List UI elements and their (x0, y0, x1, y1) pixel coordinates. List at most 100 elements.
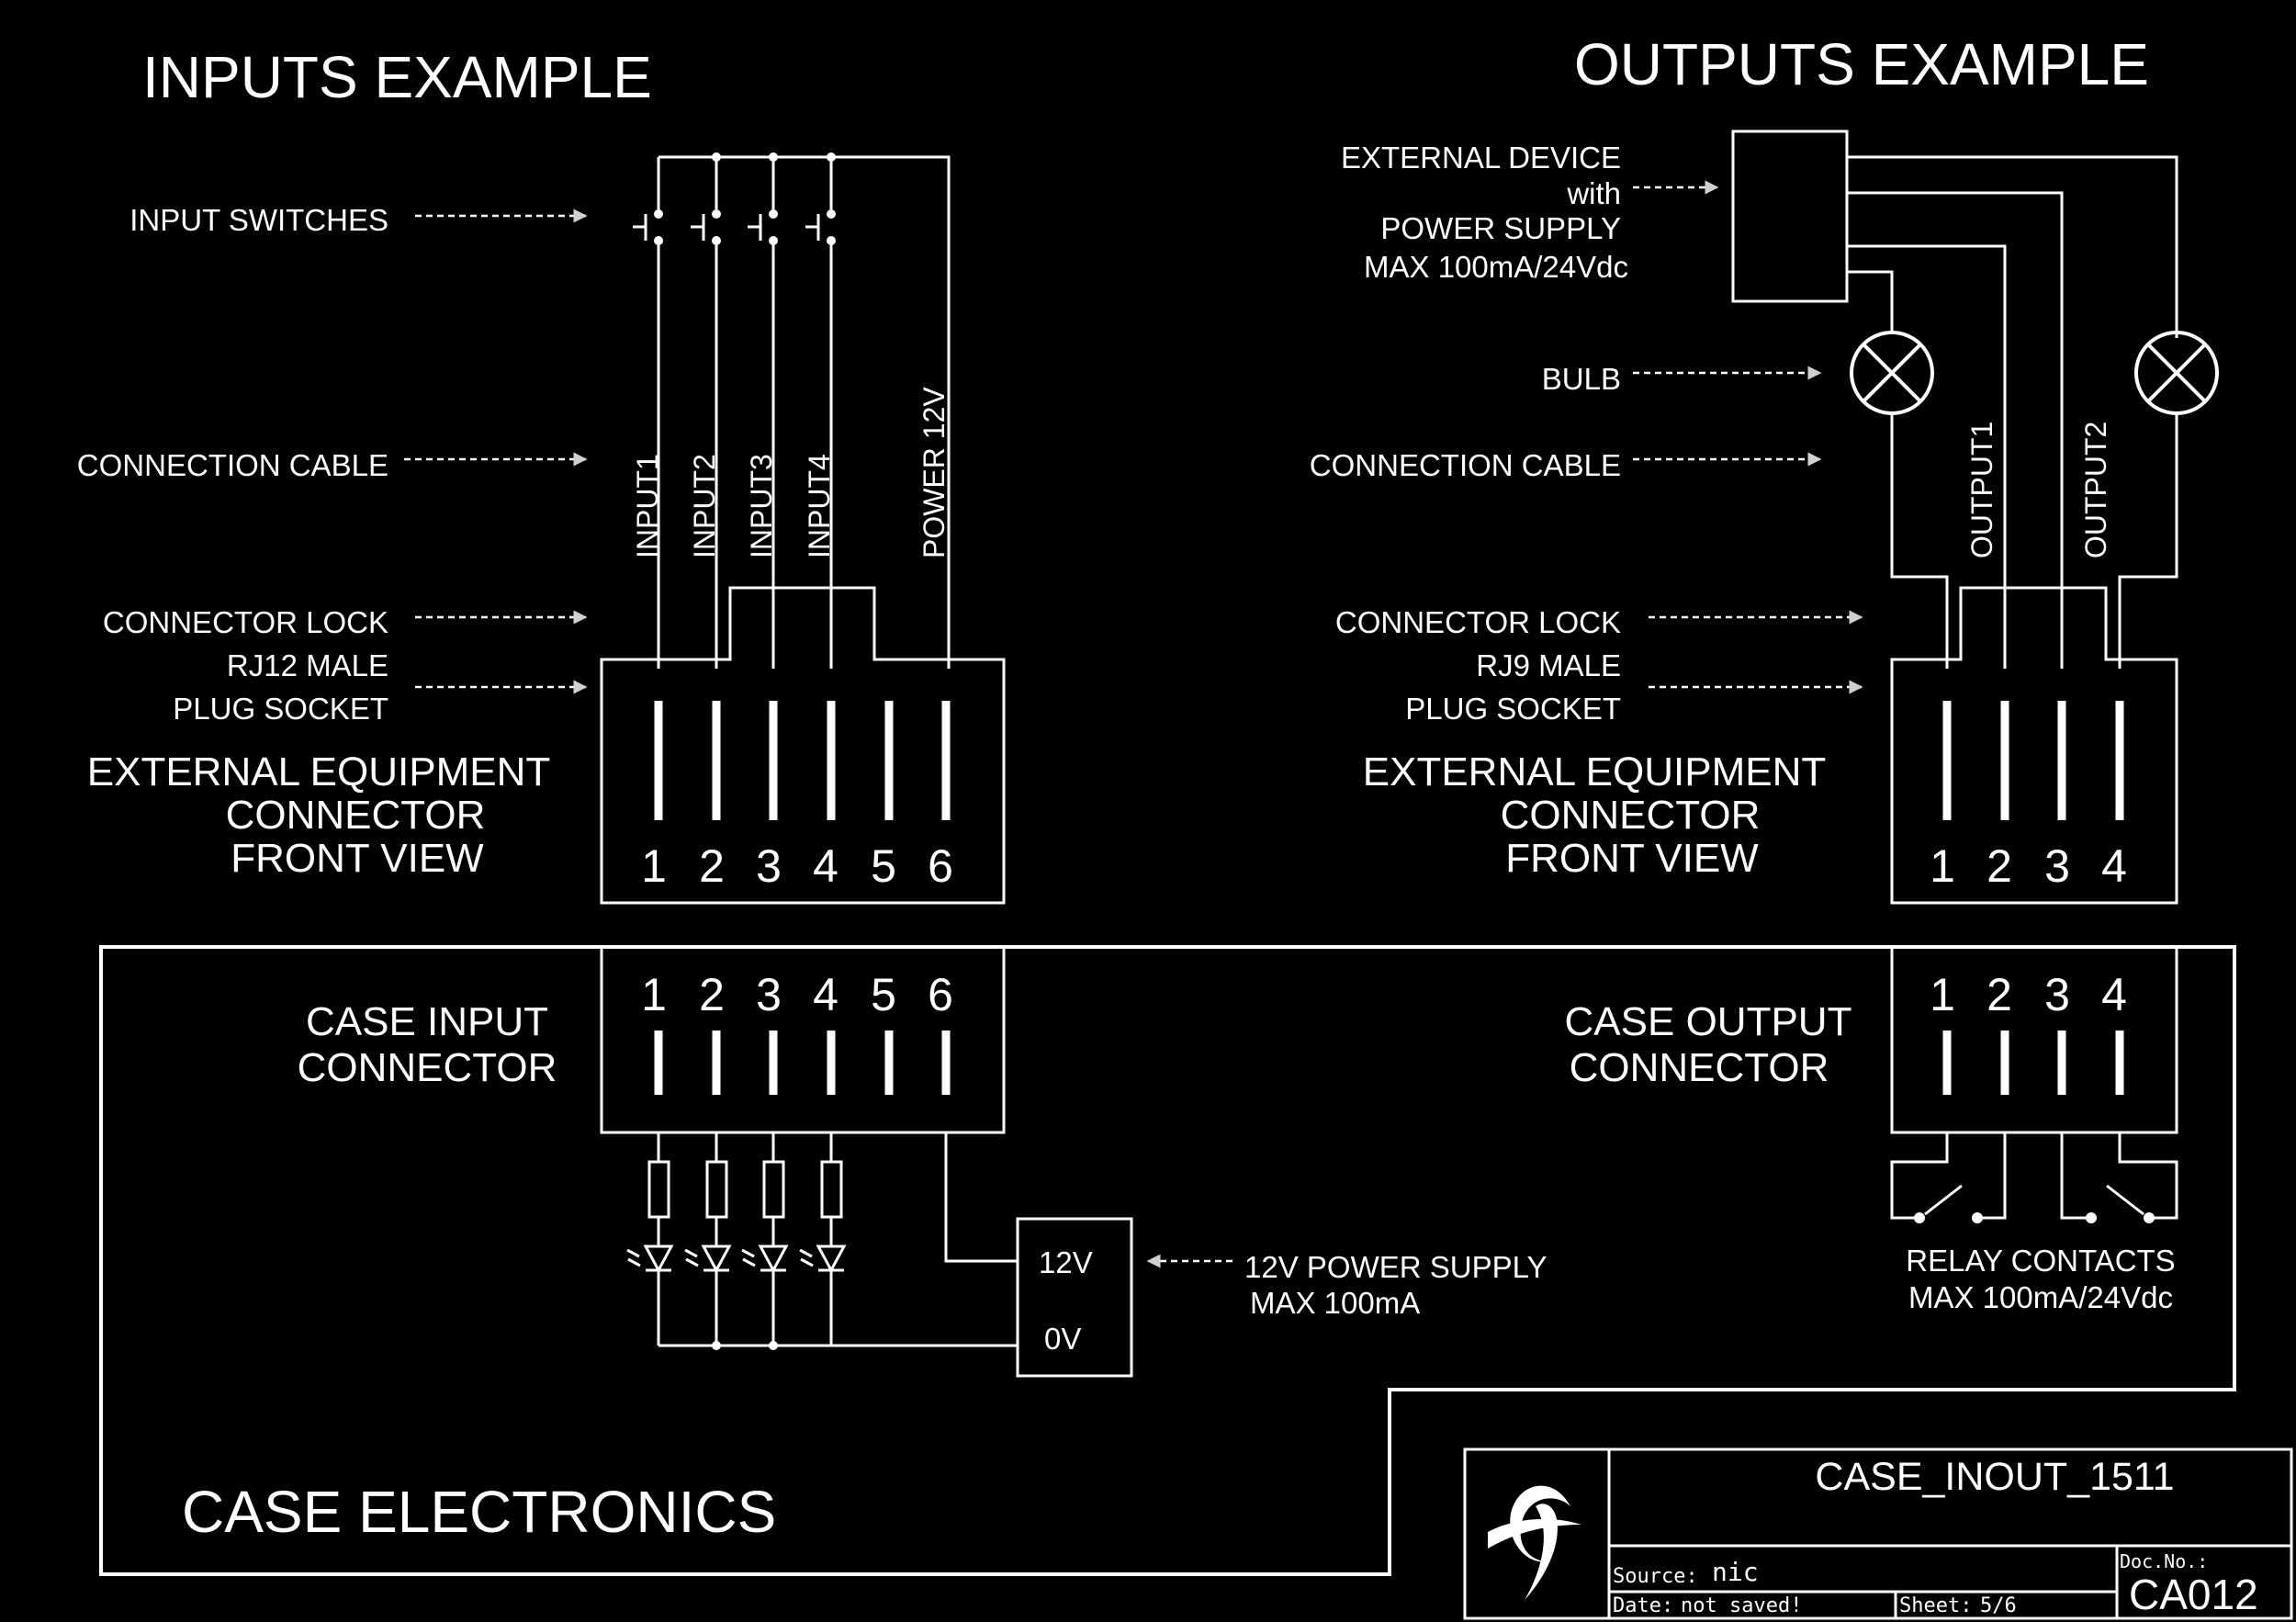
output-wire-b (1847, 191, 2064, 669)
output-device-label-2: with (1566, 176, 1621, 210)
supply-0v-label: 0V (1044, 1322, 1081, 1356)
sheet-value: 5/6 (1980, 1594, 2017, 1617)
input-lock-label: CONNECTOR LOCK (103, 605, 388, 639)
sheet-label: Sheet: (1899, 1594, 1972, 1617)
wire-label-output1: OUTPUT1 (1965, 422, 1998, 558)
input-cable-label: CONNECTION CABLE (77, 448, 388, 482)
company-logo-icon (1488, 1485, 1581, 1600)
case-output-pin-number: 2 (1986, 969, 2012, 1020)
input-switch-3 (748, 209, 780, 245)
junction (769, 152, 778, 162)
bulb-icon (1850, 331, 1934, 415)
case-section: CASE ELECTRONICS CASE INPUT CONNECTOR 1 … (99, 945, 2236, 1576)
wire-label-input3: INPUT3 (745, 454, 778, 558)
case-output-connector (1890, 945, 2178, 1134)
input-plug-outline (600, 586, 1006, 905)
input-top-rail (658, 155, 951, 669)
led-chain (626, 1132, 674, 1346)
case-title: CASE ELECTRONICS (182, 1479, 776, 1545)
wire-label-input2: INPUT2 (688, 454, 721, 558)
date-label: Date: (1613, 1594, 1673, 1617)
output-ext-label-2: CONNECTOR (1501, 793, 1761, 838)
output-plug-outline (1890, 586, 2178, 905)
case-input-label-1: CASE INPUT (306, 999, 548, 1044)
output-device-label-3: POWER SUPPLY (1380, 211, 1621, 245)
case-input-pin-number: 4 (813, 969, 838, 1020)
date-value: not saved! (1681, 1594, 1802, 1617)
output-wire-c (1847, 244, 2007, 669)
inputs-title: INPUTS EXAMPLE (142, 44, 652, 110)
output-wire-d (1847, 270, 1894, 332)
drawing-name: CASE_INOUT_1511 (1815, 1455, 2174, 1499)
input-switch-4 (805, 209, 838, 245)
case-input-pin-number: 1 (641, 969, 667, 1020)
output-plug-pin-number: 4 (2101, 840, 2127, 892)
output-bulb-label: BULB (1542, 362, 1621, 396)
input-switch-1 (633, 209, 665, 245)
case-output-pin-number: 1 (1930, 969, 1955, 1020)
case-input-pin-number: 2 (699, 969, 725, 1020)
led-chain (684, 1132, 732, 1346)
supply-label-2: MAX 100mA (1250, 1286, 1420, 1320)
case-outline (99, 945, 2236, 1576)
relay-contact-2 (2060, 1132, 2178, 1223)
input-switches-label: INPUT SWITCHES (129, 203, 388, 237)
output-wire-bulb1 (1890, 413, 1949, 669)
junction (712, 152, 721, 162)
case-output-pin-number: 3 (2044, 969, 2070, 1020)
wire-label-input1: INPUT1 (631, 454, 664, 558)
junction (769, 1341, 778, 1350)
junction (827, 152, 836, 162)
relay-label-2: MAX 100mA/24Vdc (1908, 1280, 2173, 1314)
output-plug-pin-number: 1 (1930, 840, 1955, 892)
wire-label-output2: OUTPUT2 (2079, 422, 2112, 558)
source-label: Source: (1613, 1565, 1698, 1588)
led-chain (799, 1132, 847, 1346)
led-chain (741, 1132, 789, 1346)
junction (712, 1341, 721, 1350)
output-plug-label-1: RJ9 MALE (1476, 648, 1621, 682)
case-input-pin-number: 6 (928, 969, 953, 1020)
outputs-section: OUTPUTS EXAMPLE EXTERNAL DEVICE with POW… (1310, 31, 2219, 905)
case-output-label-1: CASE OUTPUT (1565, 999, 1852, 1044)
output-lock-label: CONNECTOR LOCK (1335, 605, 1621, 639)
input-plug-label-2: PLUG SOCKET (173, 692, 388, 726)
case-input-label-2: CONNECTOR (298, 1045, 557, 1090)
input-plug-pin-number: 2 (699, 840, 725, 892)
source-value: nic (1712, 1557, 1759, 1587)
output-wire-bulb2 (2118, 413, 2178, 669)
output-plug-pin-number: 3 (2044, 840, 2070, 892)
case-output-label-2: CONNECTOR (1570, 1045, 1829, 1090)
inputs-section: INPUTS EXAMPLE INPUT SWITCHES CONNECTION… (77, 44, 1006, 905)
input-ext-label-1: EXTERNAL EQUIPMENT (87, 749, 550, 794)
input-plug-pin-number: 4 (813, 840, 838, 892)
case-output-pin-number: 4 (2101, 969, 2127, 1020)
external-device-box (1731, 130, 1849, 303)
input-plug-pin-number: 5 (871, 840, 896, 892)
input-plug-pin-number: 3 (756, 840, 782, 892)
input-plug-label-1: RJ12 MALE (227, 648, 388, 682)
relay-contact-1 (1890, 1132, 2007, 1223)
supply-wire (944, 1132, 1018, 1263)
input-ext-label-3: FRONT VIEW (231, 836, 484, 881)
output-device-label-1: EXTERNAL DEVICE (1341, 141, 1621, 175)
input-ext-label-2: CONNECTOR (226, 793, 486, 838)
output-plug-pin-number: 2 (1986, 840, 2012, 892)
output-plug-label-2: PLUG SOCKET (1405, 692, 1621, 726)
supply-12v-label: 12V (1039, 1245, 1093, 1279)
outputs-title: OUTPUTS EXAMPLE (1574, 31, 2149, 97)
input-switch-2 (691, 209, 723, 245)
docno-value: CA012 (2129, 1571, 2258, 1618)
wire-label-input4: INPUT4 (803, 454, 836, 558)
docno-label: Doc.No.: (2120, 1550, 2208, 1572)
title-block: CASE_INOUT_1511 Source: nic Date: not sa… (1463, 1447, 2293, 1620)
input-plug-pin-number: 6 (928, 840, 953, 892)
output-wire-a (1847, 155, 2178, 338)
wire-label-power: POWER 12V (917, 387, 951, 558)
case-input-connector (600, 945, 1006, 1134)
bulb-icon (2134, 331, 2219, 415)
case-input-pin-number: 3 (756, 969, 782, 1020)
output-ext-label-3: FRONT VIEW (1505, 836, 1759, 881)
supply-box (1016, 1217, 1133, 1378)
